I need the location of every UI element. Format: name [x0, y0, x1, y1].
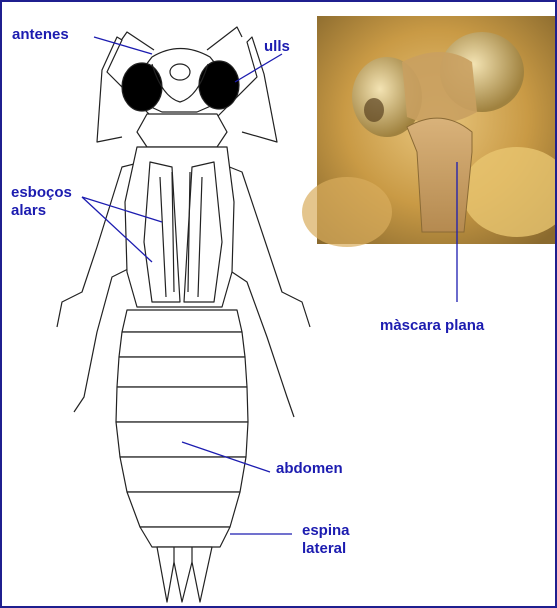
- eye-right: [199, 61, 239, 109]
- caudal-appendages: [157, 547, 212, 602]
- abdomen-segment-8: [140, 527, 230, 547]
- antenna-right: [207, 27, 242, 50]
- label-esbocos-alars: esboços alars: [11, 184, 72, 220]
- antenna-left: [120, 32, 154, 50]
- abdomen-segment-6: [120, 457, 246, 492]
- abdomen-segment-2: [119, 332, 245, 357]
- leader-antenes: [94, 37, 152, 54]
- abdomen-segment-4: [116, 387, 248, 422]
- label-abdomen: abdomen: [276, 460, 343, 478]
- abdomen-segment-5: [116, 422, 248, 457]
- label-espina-line2: lateral: [302, 540, 350, 558]
- eye-left: [122, 63, 162, 111]
- label-espina-lateral: espina lateral: [302, 522, 350, 558]
- nymph-drawing: [57, 27, 310, 602]
- prothorax: [137, 114, 227, 147]
- label-mascara-plana: màscara plana: [380, 317, 484, 335]
- abdomen-segment-7: [127, 492, 240, 527]
- label-ulls: ulls: [264, 38, 290, 56]
- label-esbocos-line2: alars: [11, 202, 72, 220]
- label-esbocos-line1: esboços: [11, 184, 72, 202]
- photo-nymph-head: [302, 16, 555, 247]
- label-antenes: antenes: [12, 26, 69, 44]
- abdomen-segment-1: [122, 310, 242, 332]
- label-espina-line1: espina: [302, 522, 350, 540]
- abdomen-segment-3: [117, 357, 247, 387]
